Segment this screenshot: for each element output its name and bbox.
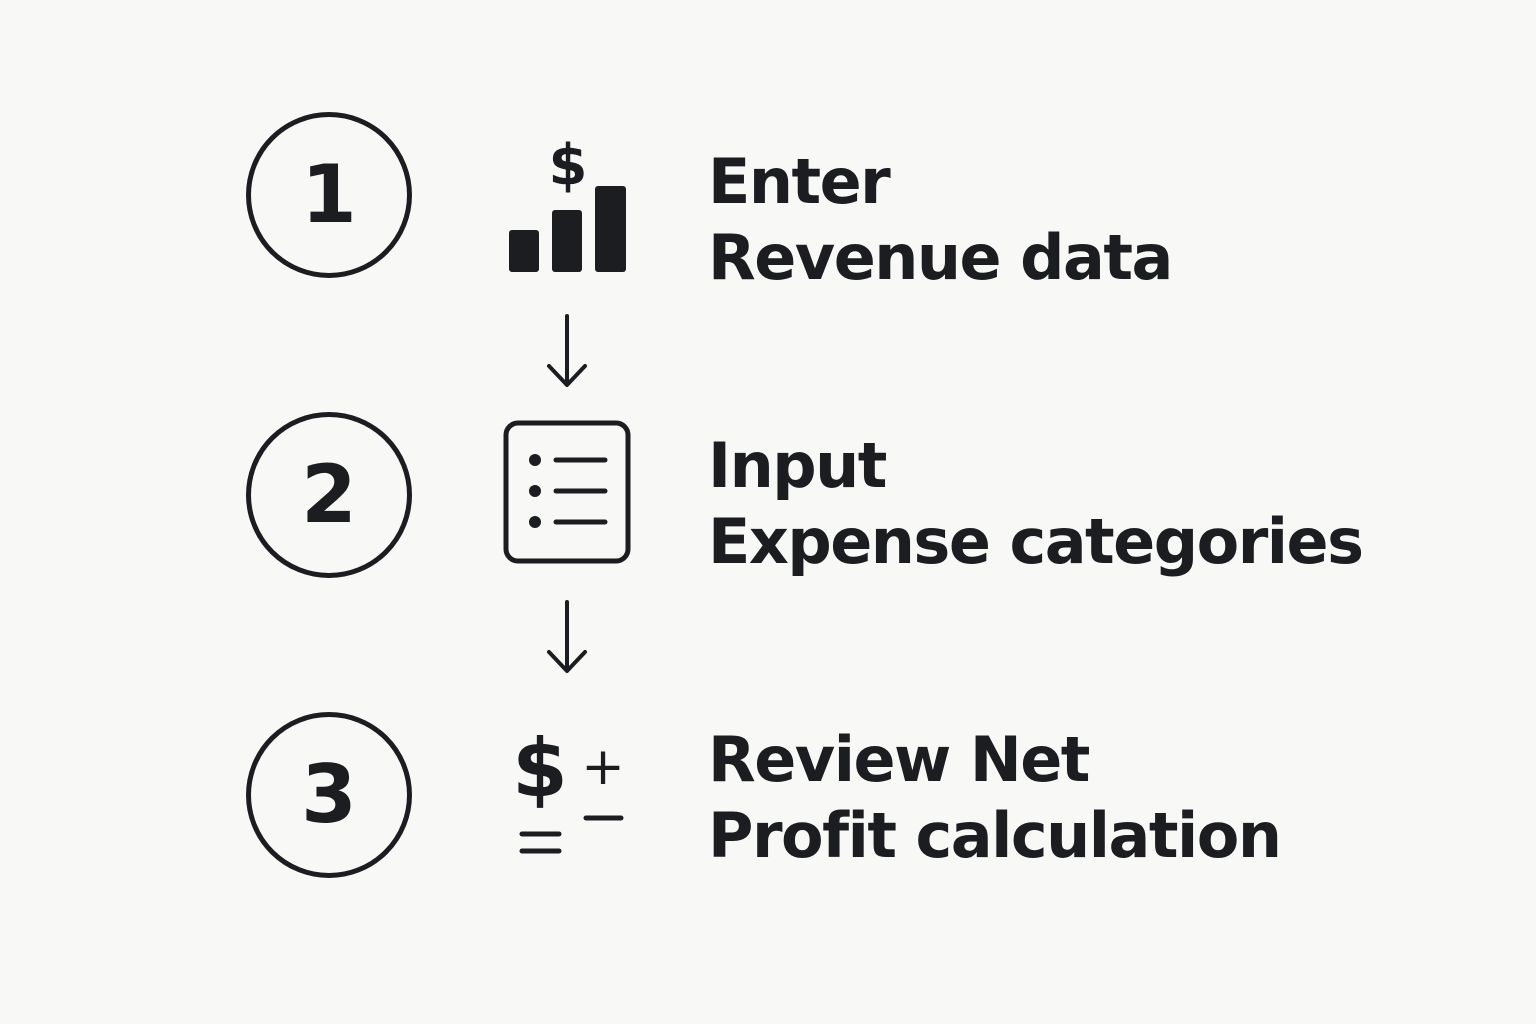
step-1-label: Enter Revenue data <box>708 144 1173 296</box>
step-1-line-1: Enter <box>708 145 891 218</box>
step-1-line-2: Revenue data <box>708 221 1173 294</box>
down-arrow-icon <box>546 314 588 388</box>
list-frame <box>503 420 631 564</box>
chart-bar-tall <box>595 186 626 272</box>
step-3-line-2: Profit calculation <box>708 799 1282 872</box>
expense-list-icon <box>503 420 631 564</box>
down-arrow-graphic <box>547 314 587 387</box>
list-bullet <box>529 485 541 497</box>
calculation-graphic: $ + <box>512 722 625 854</box>
revenue-chart-icon: $ <box>505 126 630 276</box>
down-arrow-graphic <box>547 600 587 673</box>
step-2-line-1: Input <box>708 429 887 502</box>
step-1-number-circle: 1 <box>246 112 412 278</box>
list-bullet <box>529 516 541 528</box>
revenue-chart-graphic: $ <box>509 133 626 272</box>
expense-list-graphic <box>503 420 631 564</box>
calculation-icon: $ + <box>510 718 630 858</box>
chart-bar-short <box>509 230 539 272</box>
step-3-line-1: Review Net <box>708 723 1090 796</box>
step-2-number: 2 <box>301 448 357 541</box>
step-2-label: Input Expense categories <box>708 428 1364 580</box>
plus-sign-glyph: + <box>581 737 625 797</box>
chart-bar-medium <box>552 210 582 272</box>
step-3-number: 3 <box>301 748 357 841</box>
dollar-sign-glyph: $ <box>549 133 588 198</box>
down-arrow-icon <box>546 600 588 674</box>
step-3-number-circle: 3 <box>246 712 412 878</box>
step-2-line-2: Expense categories <box>708 505 1364 578</box>
list-bullet <box>529 454 541 466</box>
step-1-number: 1 <box>301 148 357 241</box>
step-2-number-circle: 2 <box>246 412 412 578</box>
dollar-sign-glyph: $ <box>512 722 568 815</box>
step-3-label: Review Net Profit calculation <box>708 722 1282 874</box>
